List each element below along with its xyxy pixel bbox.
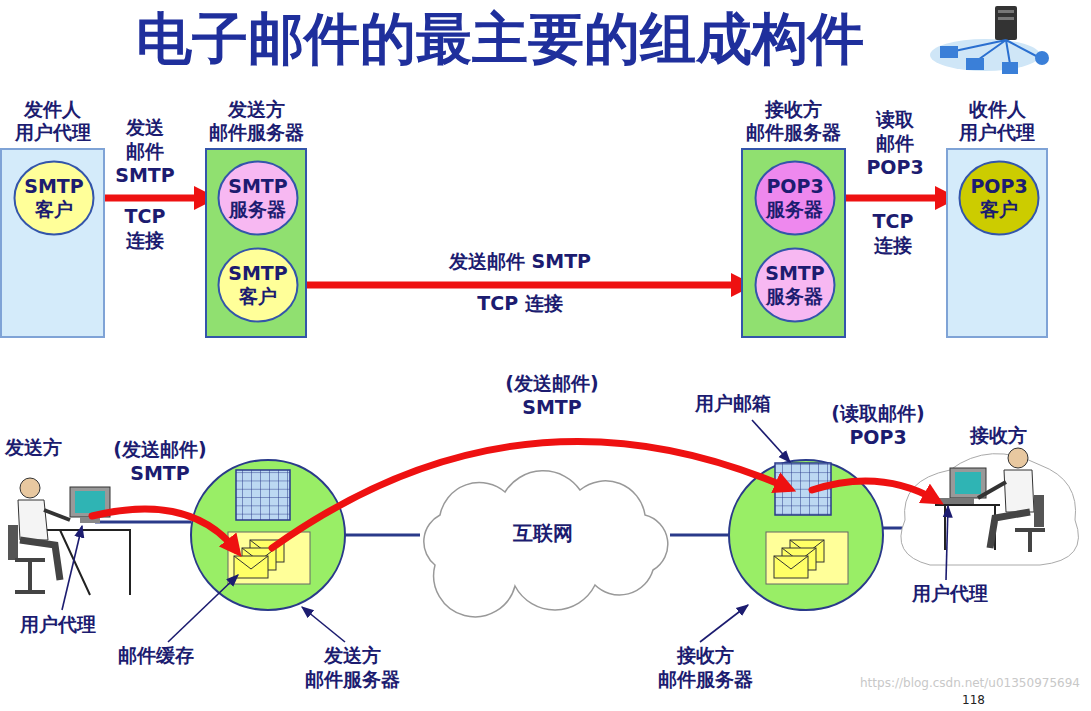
edge-label: 发送邮件 SMTP — [449, 250, 591, 274]
component-circle: POP3 服务器 — [754, 160, 836, 236]
component-circle: SMTP 客户 — [13, 160, 95, 236]
node-label: POP3 服务器 — [766, 175, 823, 221]
leader-line — [62, 420, 948, 642]
annotation: 接收方 — [970, 424, 1027, 448]
panel-heading: 发送方 邮件服务器 — [209, 98, 304, 144]
component-circle: SMTP 客户 — [217, 247, 299, 323]
node-label: 互联网 — [513, 521, 573, 545]
component-panel: 收件人 用户代理POP3 客户 — [946, 148, 1048, 338]
annotation: 发送方 — [5, 436, 62, 460]
annotation: 用户代理 — [20, 613, 96, 637]
watermark: https://blog.csdn.net/u01350975694 — [860, 676, 1080, 691]
smtp-connection-arrow — [836, 195, 954, 202]
annotation: (发送邮件) SMTP — [505, 372, 598, 420]
annotation: 接收方 邮件服务器 — [658, 644, 753, 692]
annotation: 发送方 邮件服务器 — [305, 644, 400, 692]
annotation: 用户邮箱 — [695, 392, 771, 416]
receiver-person — [901, 448, 1079, 565]
panel-heading: 接收方 邮件服务器 — [746, 98, 841, 144]
internet-cloud: 互联网 — [395, 470, 690, 595]
edge-label: 发送 邮件 SMTP — [115, 116, 174, 187]
smtp-connection-arrow — [95, 195, 213, 202]
sender-server-circle — [191, 460, 345, 610]
node-label: SMTP 客户 — [24, 175, 83, 221]
title: 电子邮件的最主要的组成构件 — [0, 2, 1000, 78]
component-panel: 接收方 邮件服务器POP3 服务器SMTP 服务器 — [741, 148, 846, 338]
annotation: TCP 连接 — [477, 292, 562, 316]
component-panel: 发件人 用户代理SMTP 客户 — [0, 148, 105, 338]
network-icon — [930, 6, 1049, 74]
node-label: POP3 客户 — [970, 175, 1027, 221]
edge-label: 读取 邮件 POP3 — [866, 108, 923, 179]
component-circle: POP3 客户 — [958, 160, 1040, 236]
annotation: 用户代理 — [912, 582, 988, 606]
annotation: (发送邮件) SMTP — [113, 438, 206, 486]
annotation: 邮件缓存 — [118, 644, 194, 668]
annotation: (读取邮件) POP3 — [831, 402, 924, 450]
component-circle: SMTP 服务器 — [217, 160, 299, 236]
panel-heading: 收件人 用户代理 — [959, 98, 1035, 144]
annotation: TCP 连接 — [125, 205, 166, 253]
node-label: SMTP 客户 — [228, 262, 287, 308]
smtp-connection-arrow — [299, 282, 750, 289]
node-label: SMTP 服务器 — [765, 262, 824, 308]
component-circle: SMTP 服务器 — [754, 247, 836, 323]
annotation: TCP 连接 — [873, 210, 914, 258]
node-label: SMTP 服务器 — [228, 175, 287, 221]
component-panel: 发送方 邮件服务器SMTP 服务器SMTP 客户 — [205, 148, 307, 338]
panel-heading: 发件人 用户代理 — [15, 98, 91, 144]
page-number: 118 — [962, 693, 985, 708]
